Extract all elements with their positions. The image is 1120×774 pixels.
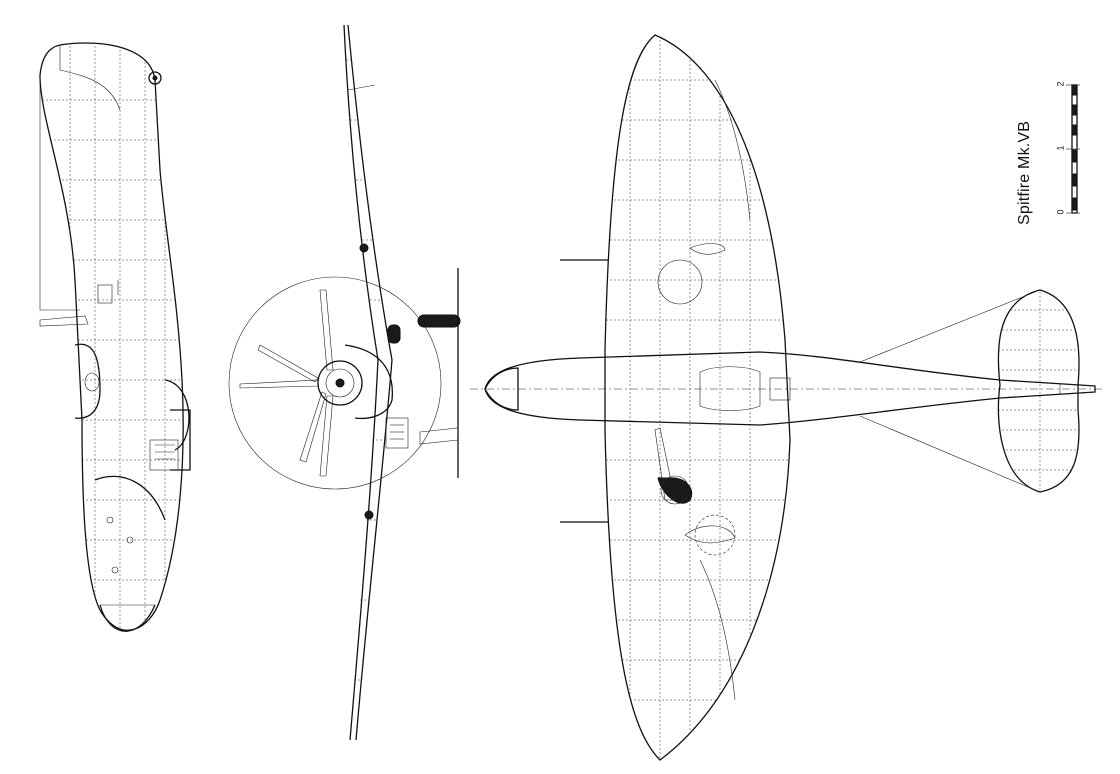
- scale-bar: [1066, 84, 1080, 214]
- scale-label-0: 0: [1055, 209, 1066, 215]
- front-view: [228, 24, 461, 741]
- scale-label-1: 1: [1055, 145, 1066, 151]
- top-view: [470, 34, 1105, 761]
- scale-label-2: 2: [1055, 81, 1066, 87]
- side-view: [39, 42, 191, 632]
- drawing-title: Spitfire Mk.VB: [1016, 120, 1033, 225]
